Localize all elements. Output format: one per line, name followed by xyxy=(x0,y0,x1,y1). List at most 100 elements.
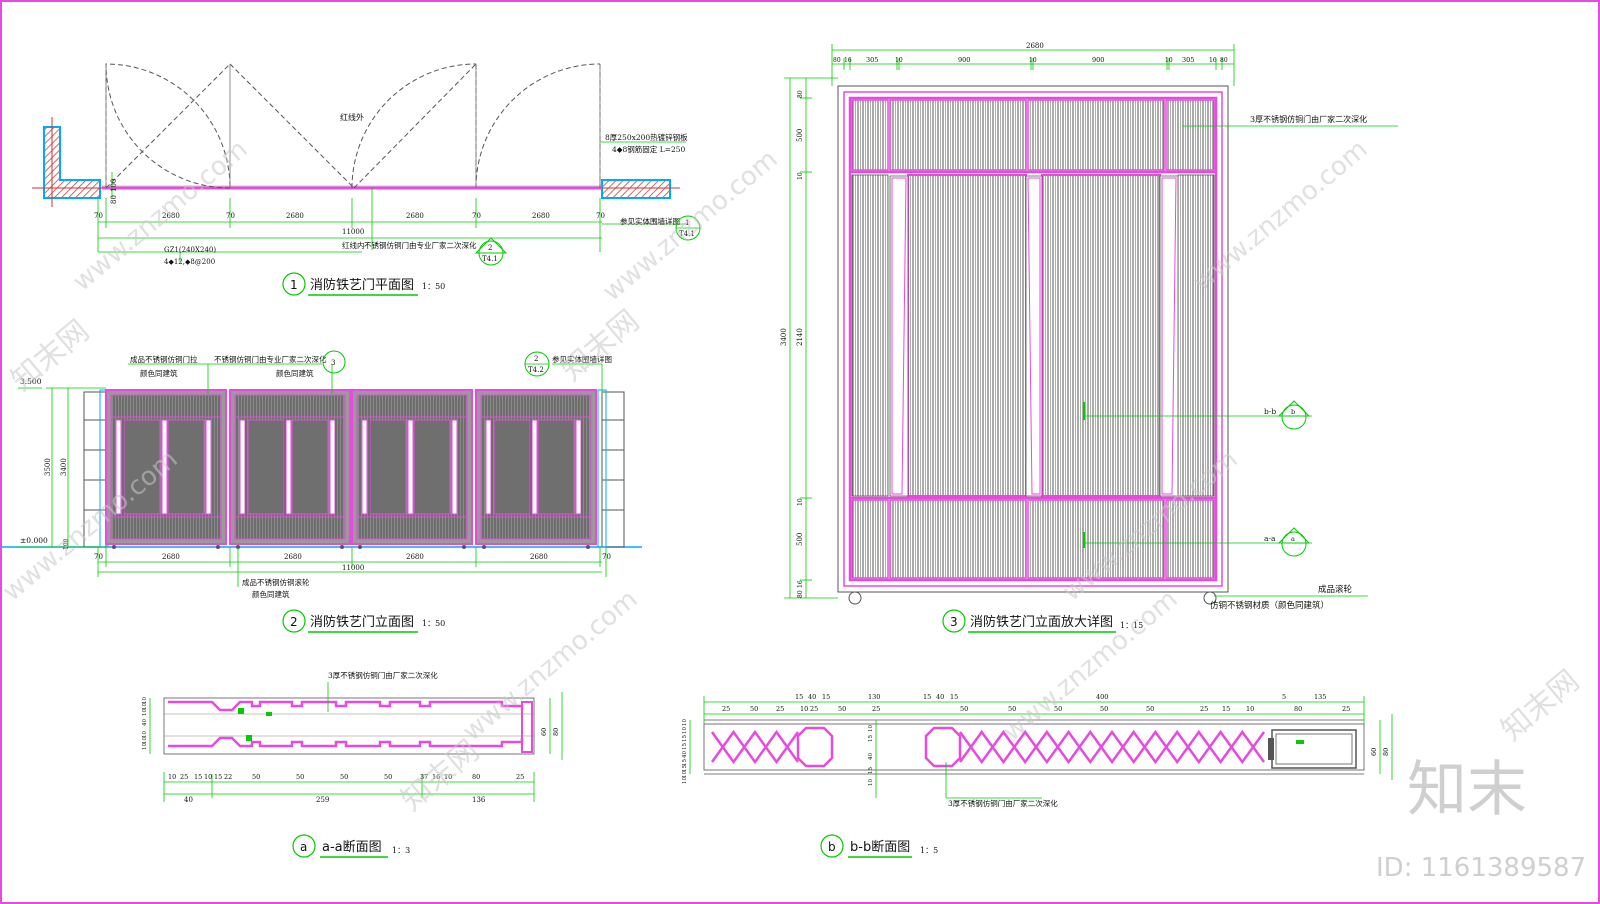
seca-dim: 25 xyxy=(180,773,188,781)
detail-vdim-3: 10 xyxy=(797,172,804,180)
elev-vdim-3: 100 xyxy=(63,538,70,550)
secb-top-dim: 15 xyxy=(923,693,931,701)
detail-vdim-7: 16 xyxy=(797,580,804,588)
seca-left-dim: 10 xyxy=(142,697,148,704)
elev-dim-2: 2680 xyxy=(284,553,302,561)
detail-band-cell xyxy=(1165,99,1215,171)
secb-title-num: b xyxy=(828,840,836,854)
plan-ref2-top: 2 xyxy=(488,244,492,252)
seca-dim: 25 xyxy=(516,773,524,781)
secb-top-dim: 40 xyxy=(808,693,816,701)
seca-dim: 10 xyxy=(204,773,212,781)
secb-dim: 25 xyxy=(1200,705,1208,713)
watermark-brand-1: 知末网 xyxy=(5,313,96,398)
seca-left-dim: 10 xyxy=(142,743,148,750)
seca-title: a-a断面图 xyxy=(322,840,382,855)
elev-label-door: 不锈钢仿铜门由专业厂家二次深化 xyxy=(214,354,327,364)
plan-title-num: 1 xyxy=(290,278,298,292)
elev-dim-4: 2680 xyxy=(530,553,548,561)
elev-panel-leaf xyxy=(413,419,451,515)
seca-dim: 50 xyxy=(384,773,392,781)
detail-title: 消防铁艺门立面放大详图 xyxy=(970,614,1113,630)
secb-dim: 50 xyxy=(1146,705,1154,713)
elev-vdim-1: 3500 xyxy=(44,458,52,476)
secb-left-dim: 10 xyxy=(682,777,688,784)
detail-label-material: 3厚不锈钢仿铜门由厂家二次深化 xyxy=(1250,114,1367,124)
elev-panel-leaf xyxy=(537,419,575,515)
plan-dim-total: 11000 xyxy=(342,228,364,236)
detail-vdim-0: 3400 xyxy=(780,328,788,346)
elev-panel-slit xyxy=(285,419,292,515)
plan-left-dim-1: 80 xyxy=(110,195,118,204)
seca-left-dim: 10 xyxy=(142,731,148,738)
watermark-site-6: www.znzmo.com xyxy=(997,584,1183,747)
secb-center-dim: 40 xyxy=(868,753,874,760)
elev-panel-leaf xyxy=(247,419,285,515)
secb-dim: 50 xyxy=(960,705,968,713)
secb-center-dim: 15 xyxy=(868,767,874,774)
seca-dim: 10 xyxy=(168,773,176,781)
elev-panel-top xyxy=(356,394,468,418)
elev-vdim-2: 3400 xyxy=(60,458,68,476)
elev-panel-slit xyxy=(239,419,246,515)
elev-ref-wall-top: 2 xyxy=(534,355,538,363)
secb-dim: 50 xyxy=(1100,705,1108,713)
elev-panel-bottom xyxy=(356,516,468,540)
secb-top-dim: 135 xyxy=(1314,693,1326,701)
seca-dim: 15 xyxy=(214,773,222,781)
elev-wheel xyxy=(462,545,466,549)
secb-left-dim: 15 xyxy=(682,759,688,766)
secb-zig-line xyxy=(710,729,800,765)
detail-bottom-band xyxy=(851,499,1215,579)
detail-top-band xyxy=(851,99,1215,171)
secb-right-dim-1: 80 xyxy=(1382,748,1390,756)
detail-band-cell xyxy=(889,99,1027,171)
elev-panel-leaf xyxy=(369,419,407,515)
secb-dim: 50 xyxy=(838,705,846,713)
seca-dims2-1: 259 xyxy=(316,796,329,804)
plan-dim-2: 70 xyxy=(226,212,235,220)
elev-panel-bottom xyxy=(480,516,592,540)
elev-panel-slit xyxy=(531,419,538,515)
plan-label-inside: 红线内 xyxy=(342,240,365,250)
detail-dim-7: 10 xyxy=(1165,57,1173,64)
detail-dim-3: 10 xyxy=(895,57,903,64)
detail-vdim-5: 10 xyxy=(797,498,804,506)
elevation-gate-panels xyxy=(105,389,597,549)
seca-dim: 15 xyxy=(194,773,202,781)
elev-title: 消防铁艺门立面图 xyxy=(310,614,414,630)
detail-dim-4: 900 xyxy=(958,56,970,64)
seca-left-dim: 10 xyxy=(142,703,148,710)
secb-left-dim: 40 xyxy=(682,751,688,758)
secb-left-dim: 15 xyxy=(682,735,688,742)
seca-dim: 50 xyxy=(296,773,304,781)
seca-dim: 50 xyxy=(340,773,348,781)
seca-dim: 16 xyxy=(432,773,440,781)
watermark-id: ID: 1161389587 xyxy=(1376,853,1586,883)
secb-left-dim: 15 xyxy=(682,765,688,772)
elev-label-wheel: 成品不锈钢仿铜滚轮 xyxy=(242,577,310,587)
secb-dim: 50 xyxy=(1054,705,1062,713)
secb-top-dim: 130 xyxy=(868,693,880,701)
secb-top-dim: 5 xyxy=(1282,693,1286,701)
detail-dim-6: 900 xyxy=(1092,56,1104,64)
plan-ref2-bot: T4.1 xyxy=(482,255,498,263)
elev-panel-leaf xyxy=(167,419,205,515)
detail-view: 2680 80 16 305 10 900 10 900 10 305 16 8… xyxy=(780,42,1398,633)
secb-zig-line xyxy=(958,729,1266,765)
detail-sec-b: b-b xyxy=(1264,407,1276,416)
secb-dim: 80 xyxy=(1294,705,1302,713)
plan-label-col: GZ1(240X240) xyxy=(164,246,216,254)
seca-dim: 10 xyxy=(444,773,452,781)
plan-label-anchor: 4◆8钢筋固定 L=250 xyxy=(612,144,686,154)
plan-dim-7: 70 xyxy=(596,212,605,220)
plan-left-dim-0: 100 xyxy=(110,179,118,192)
plan-ref1-top: 1 xyxy=(685,219,689,227)
secb-title: b-b断面图 xyxy=(850,840,910,855)
seca-dims2-2: 136 xyxy=(472,796,486,804)
plan-label-refer: 参见实体围墙详图 xyxy=(620,216,680,226)
seca-right-dim-1: 80 xyxy=(552,728,560,736)
detail-dim-10: 80 xyxy=(1220,57,1228,64)
elev-panel-slit xyxy=(161,419,168,515)
